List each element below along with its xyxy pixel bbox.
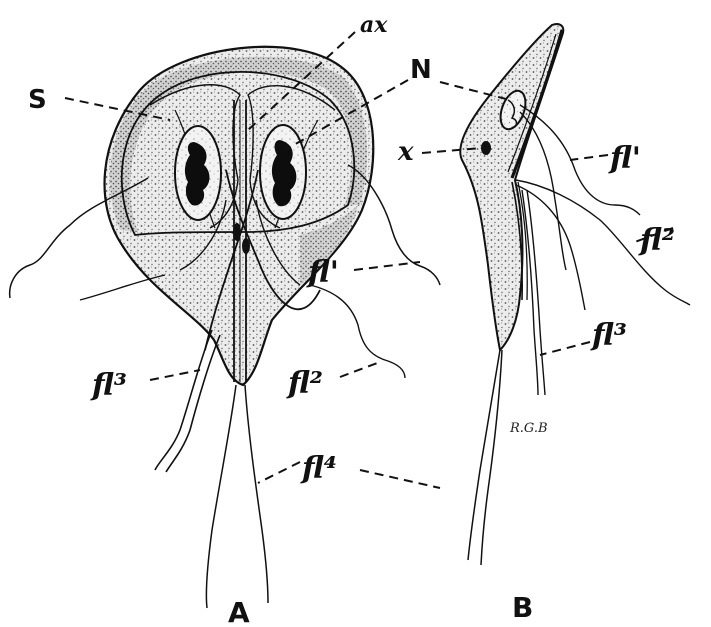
parabasal-body-1: [233, 223, 241, 241]
leader-fl4-b: [360, 470, 440, 488]
x-body: [481, 141, 491, 155]
label-fl1-b: fl': [608, 141, 641, 176]
flagellum-ventral-left-a: [155, 330, 212, 470]
leader-fl4-a: [258, 462, 300, 483]
label-fl2-a: fl²: [286, 366, 323, 401]
leader-fl1-a: [354, 262, 420, 270]
label-fl3-a: fl³: [90, 368, 127, 403]
caption-a: A: [228, 596, 250, 627]
leader-fl3-b: [540, 342, 590, 355]
leader-fl3-a: [150, 370, 200, 380]
caption-b: B: [512, 591, 533, 624]
leader-fl2-a: [340, 362, 380, 377]
leader-fl1-b: [570, 155, 608, 160]
flagellum-b-caudal-2: [481, 350, 502, 565]
flagellum-lateral-right: [310, 285, 405, 378]
label-n: N: [410, 55, 432, 85]
flagellum-caudal-right: [245, 385, 268, 603]
label-fl3-b: fl³: [590, 318, 627, 353]
artist-mark: R.G.B: [509, 421, 548, 436]
label-ax: ax: [360, 12, 388, 38]
label-fl4: fl⁴: [300, 451, 337, 486]
figure-b-organism: [460, 24, 690, 565]
figure-a-organism: [10, 47, 440, 608]
label-fl2-b: fl²: [638, 223, 675, 258]
label-fl1-a: fl': [306, 255, 339, 290]
flagellum-lateral-left: [80, 275, 165, 300]
flagellum-ventral-left-b: [166, 335, 220, 472]
label-x: x: [397, 137, 414, 167]
label-s: S: [28, 85, 47, 115]
flagellum-caudal-left: [206, 385, 236, 608]
